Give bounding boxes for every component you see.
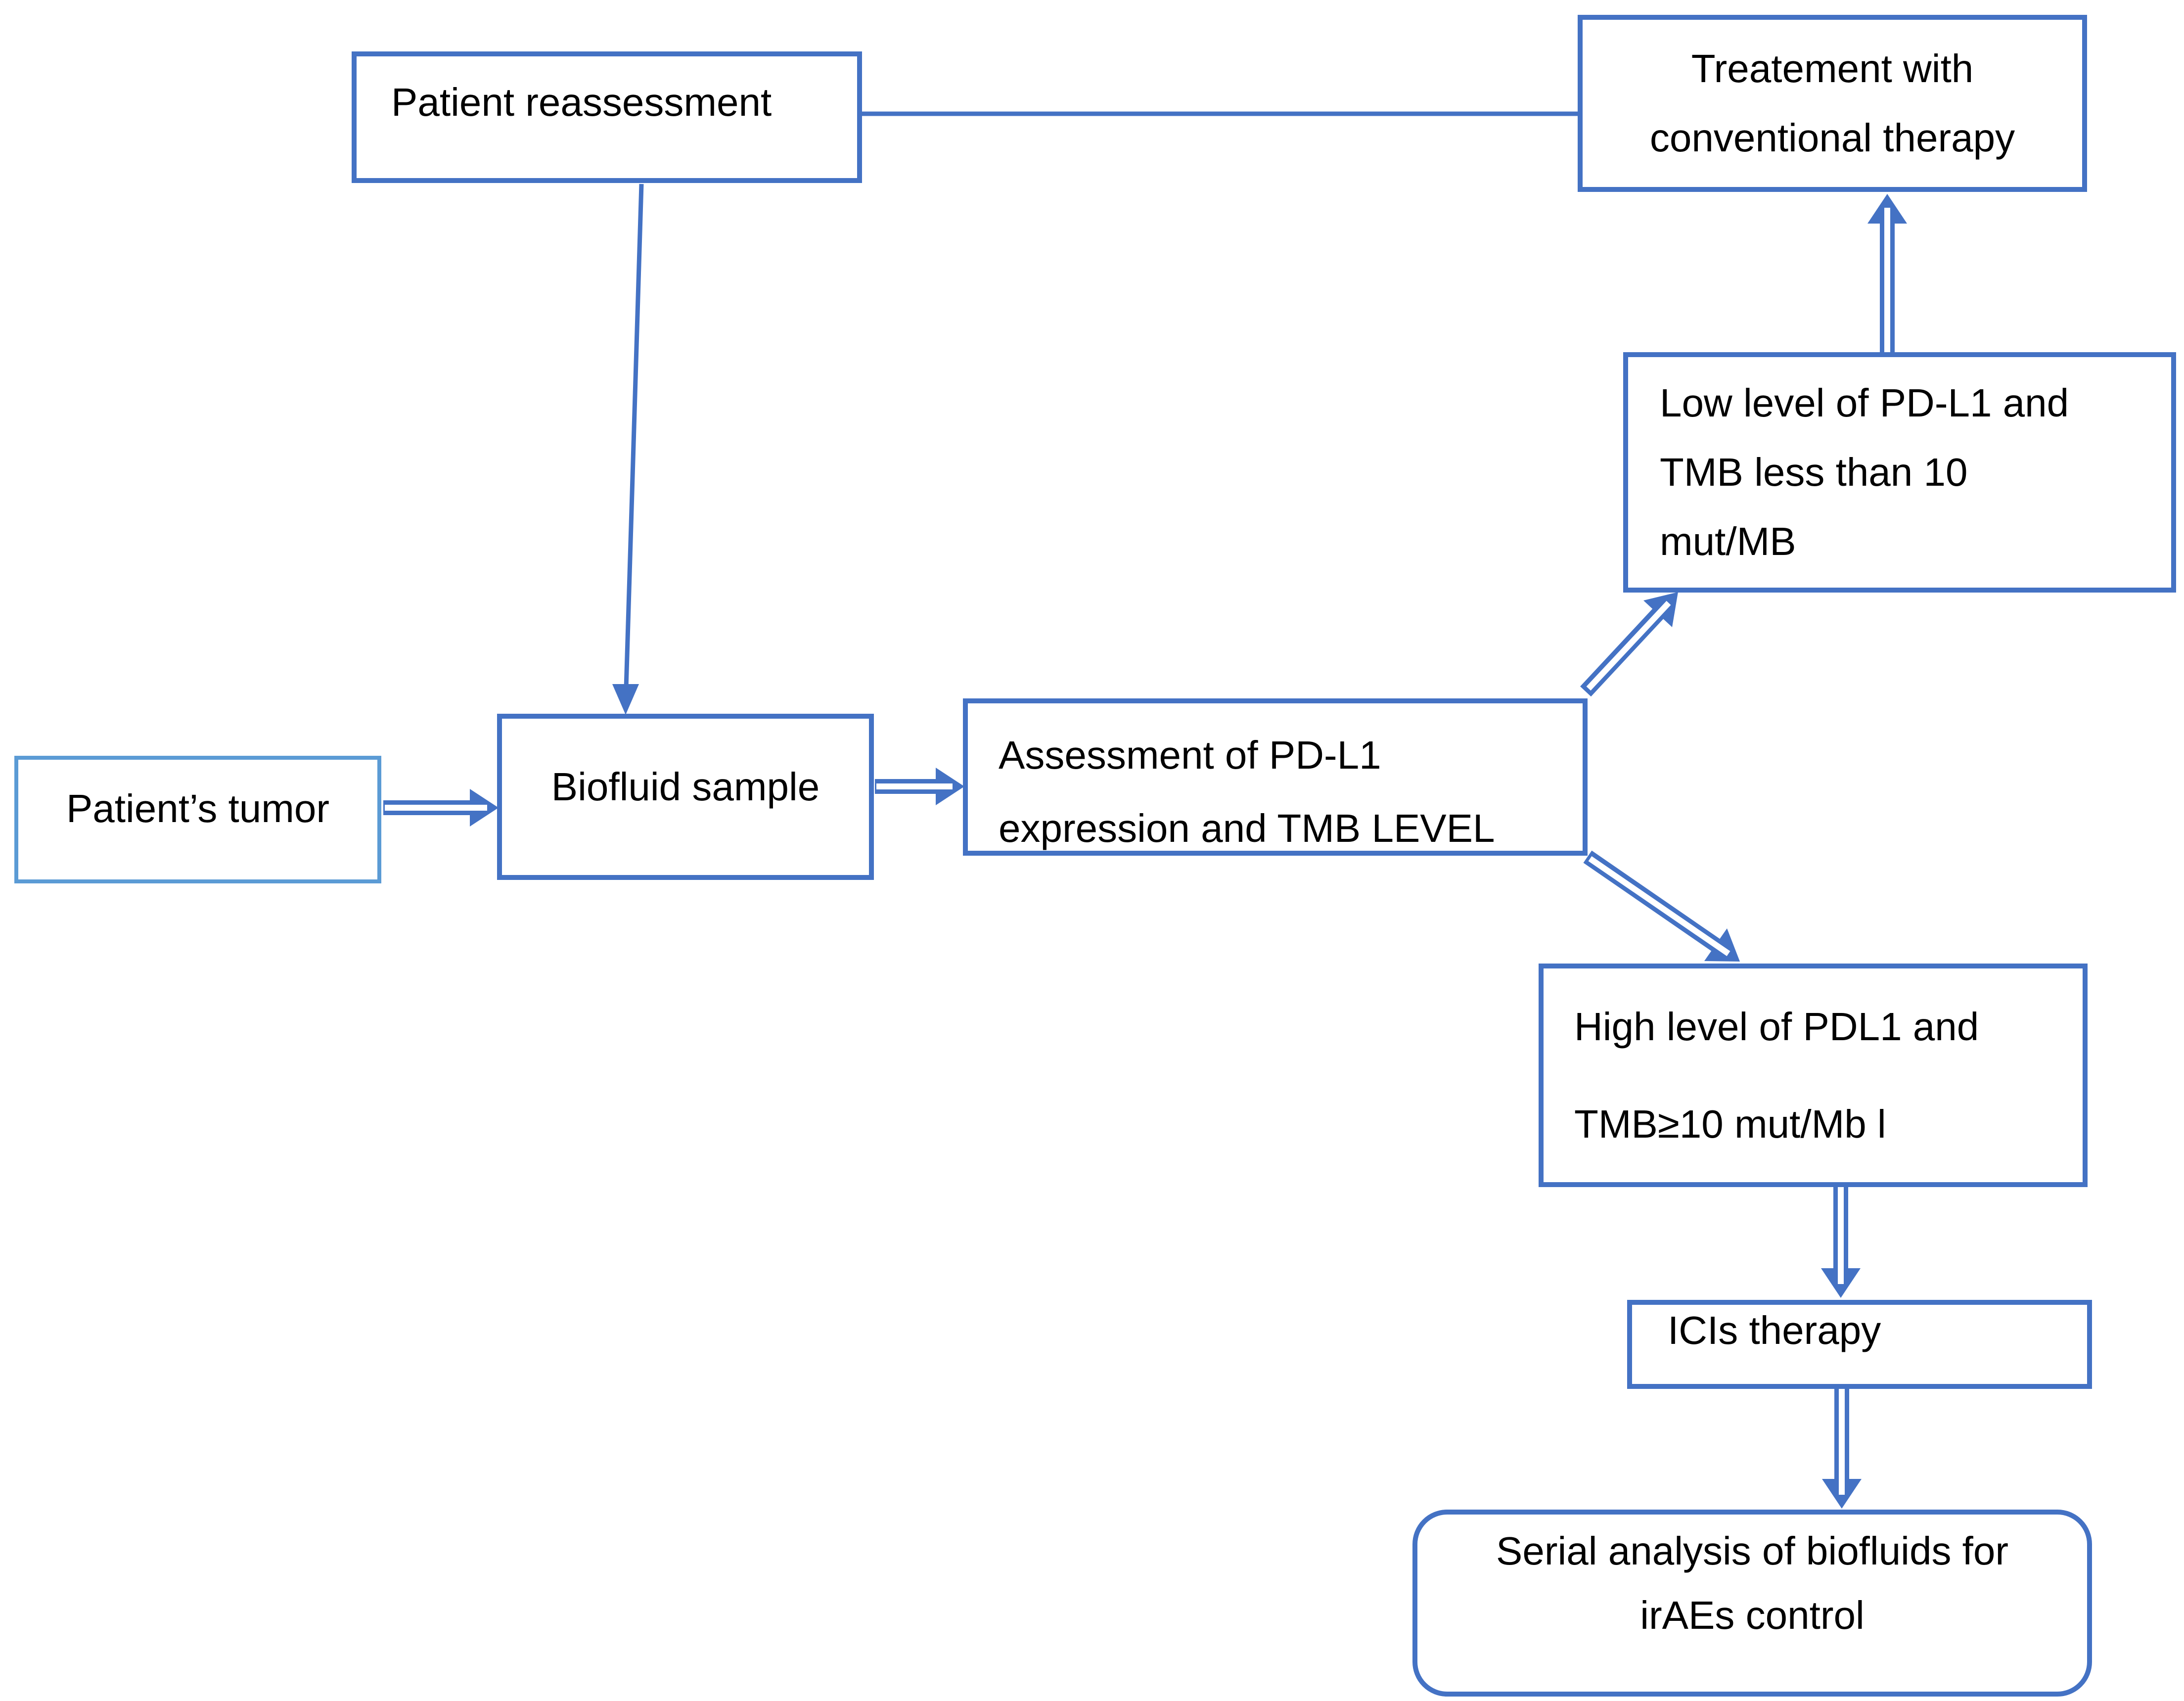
node-patient-reassessment: Patient reassessment <box>352 51 862 183</box>
arrow-low-level-to-treatment <box>1867 194 1907 352</box>
arrow-icis-to-serial <box>1822 1389 1862 1509</box>
node-label-line: Low level of PD-L1 and <box>1660 381 2069 425</box>
arrow-tumor-to-biofluid <box>383 789 499 827</box>
node-label-line: irAEs control <box>1640 1593 1865 1637</box>
node-label-line: Treatement with <box>1691 46 1974 91</box>
node-biofluid-sample: Biofluid sample <box>497 714 874 880</box>
node-label: Patient’s tumor <box>66 786 330 830</box>
node-treatment-conventional-therapy: Treatement with conventional therapy <box>1578 15 2087 192</box>
node-label-line: expression and TMB LEVEL <box>999 806 1495 850</box>
arrow-reassessment-to-biofluid <box>612 184 644 715</box>
node-patients-tumor: Patient’s tumor <box>14 756 381 883</box>
node-label-line: TMB less than 10 <box>1660 450 1968 494</box>
node-assessment-pdl1-tmb: Assessment of PD-L1 expression and TMB L… <box>963 698 1588 856</box>
node-high-pdl1-tmb: High level of PDL1 and TMB≥10 mut/Mb l <box>1539 964 2088 1187</box>
node-label-line: High level of PDL1 and <box>1574 1005 1979 1049</box>
node-label-line: TMB≥10 mut/Mb l <box>1574 1102 1886 1146</box>
node-label: Biofluid sample <box>551 765 820 809</box>
node-serial-analysis-iraes: Serial analysis of biofluids for irAEs c… <box>1412 1510 2092 1697</box>
node-label-line: mut/MB <box>1660 519 1796 563</box>
node-icis-therapy: ICIs therapy <box>1627 1300 2092 1389</box>
node-label: Patient reassessment <box>391 80 772 124</box>
arrow-assessment-to-low-level <box>1580 592 1678 697</box>
node-label-line: Assessment of PD-L1 <box>999 733 1381 777</box>
arrow-high-level-to-icis <box>1821 1187 1861 1298</box>
node-label-line: Serial analysis of biofluids for <box>1496 1529 2009 1573</box>
arrow-assessment-to-high-level <box>1583 850 1740 962</box>
arrow-biofluid-to-assessment <box>875 768 964 805</box>
node-label-line: conventional therapy <box>1649 116 2015 160</box>
node-label: ICIs therapy <box>1668 1308 1881 1352</box>
node-low-pdl1-tmb: Low level of PD-L1 and TMB less than 10 … <box>1623 352 2176 593</box>
